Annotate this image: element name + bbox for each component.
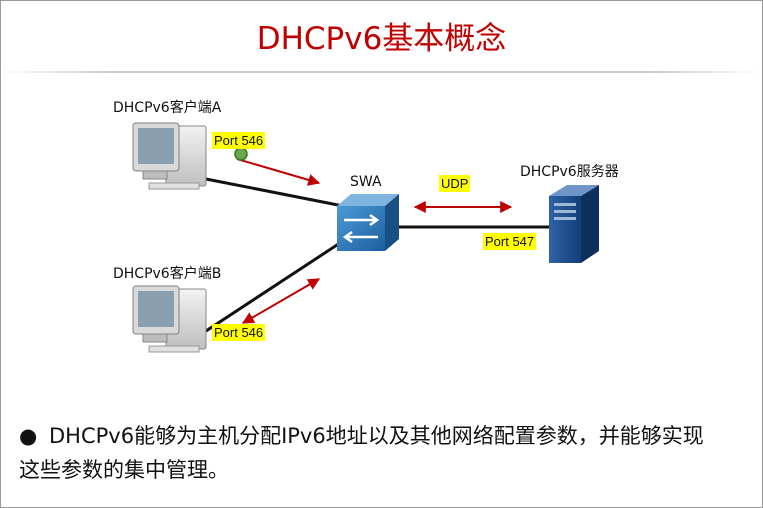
cursor-highlight-icon: [234, 147, 248, 161]
link-client-b: [205, 239, 344, 333]
slide-title: DHCPv6基本概念: [256, 21, 507, 57]
link-client-a: [205, 177, 344, 208]
bullet-icon: ●: [19, 424, 38, 448]
bullet-point: ● DHCPv6能够为主机分配IPv6地址以及其他网络配置参数，并能够实现 这些…: [19, 419, 749, 487]
title-divider: [1, 71, 762, 73]
client-b-port-label: Port 546: [212, 324, 266, 341]
server-icon: [549, 185, 599, 263]
udp-label: UDP: [439, 175, 471, 192]
arrow-client-b: [241, 278, 321, 324]
bullet-text-line1: DHCPv6能够为主机分配IPv6地址以及其他网络配置参数，并能够实现: [49, 424, 704, 448]
switch-icon: [337, 194, 399, 251]
client-b-icon: [132, 285, 207, 353]
switch-label: SWA: [350, 174, 382, 190]
server-label: DHCPv6服务器: [520, 164, 619, 180]
client-a-icon: [132, 122, 207, 190]
server-port-label: Port 547: [483, 233, 537, 250]
arrow-client-a: [236, 158, 321, 186]
bullet-text-line2: 这些参数的集中管理。: [19, 458, 229, 482]
client-b-label: DHCPv6客户端B: [113, 266, 222, 282]
client-a-label: DHCPv6客户端A: [113, 100, 222, 116]
client-a-port-label: Port 546: [212, 132, 266, 149]
